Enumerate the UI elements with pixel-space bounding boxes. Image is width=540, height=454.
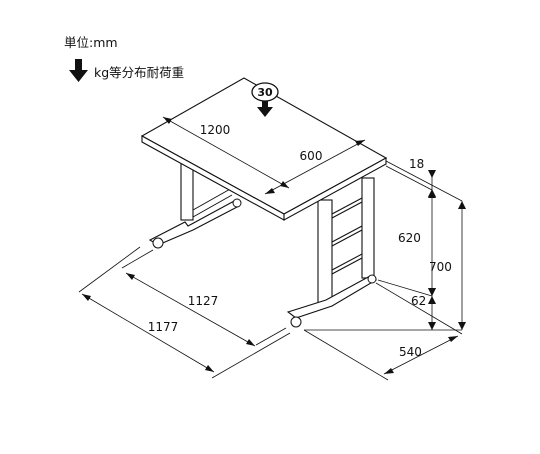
base-depth-value: 540 (399, 345, 422, 359)
top-thickness-value: 18 (409, 157, 424, 171)
dimension-total-height: 700 (429, 201, 466, 330)
right-leg-frame (286, 177, 378, 328)
top-width-value: 1200 (200, 123, 231, 137)
total-height-value: 700 (429, 260, 452, 274)
load-value-badge: 30 (251, 82, 279, 117)
top-depth-value: 600 (300, 149, 323, 163)
load-capacity-label: kg等分布耐荷重 (94, 65, 184, 80)
dimension-outer-width: 1177 (81, 293, 215, 373)
dimension-base-depth: 540 (303, 282, 463, 381)
rear-left-leg (148, 157, 242, 249)
desk-top (140, 77, 388, 221)
dimension-top-width: 1200 (162, 116, 290, 189)
dimension-inner-width: 1127 (125, 272, 256, 347)
down-arrow-icon (69, 59, 88, 82)
inner-width-value: 1127 (188, 294, 219, 308)
outer-width-value: 1177 (148, 320, 179, 334)
caster-height-value: 62 (411, 294, 426, 308)
dimension-shelf-height: 620 (398, 190, 436, 296)
load-value: 30 (257, 86, 273, 99)
left-width-dimensions (78, 246, 291, 379)
dimension-top-depth: 600 (264, 139, 366, 195)
shelf-height-value: 620 (398, 231, 421, 245)
unit-label: 単位:mm (64, 35, 118, 50)
dimension-caster-height: 62 (411, 288, 436, 330)
